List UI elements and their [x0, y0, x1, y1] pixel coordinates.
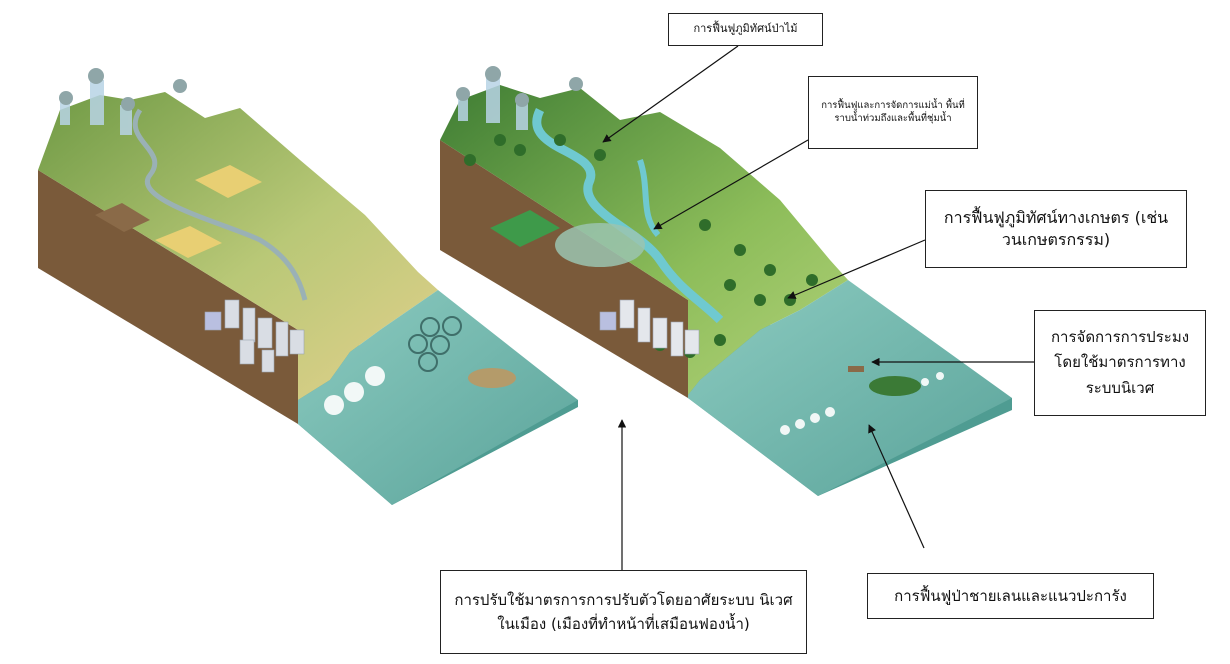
left-city	[204, 299, 305, 373]
callout-river-wetland: การฟื้นฟูและการจัดการแม่น้ำ พื้นที่ราบน้…	[808, 76, 978, 149]
callout-mangrove-coral: การฟื้นฟูป่าชายเลนและแนวปะการัง	[867, 573, 1154, 619]
arrow-forest	[602, 45, 739, 143]
callout-forest-text: การฟื้นฟูภูมิทัศน์ป่าไม้	[693, 22, 798, 36]
left-island	[468, 368, 516, 388]
callout-forest-restoration: การฟื้นฟูภูมิทัศน์ป่าไม้	[668, 13, 823, 46]
arrow-mangrove	[868, 424, 925, 549]
right-boat	[848, 366, 864, 372]
left-landscape-block	[38, 68, 578, 505]
right-sea-top	[688, 280, 1012, 496]
left-soil-side	[38, 170, 298, 424]
callout-urban-text: การปรับใช้มาตรการการปรับตัวโดยอาศัยระบบ …	[454, 591, 793, 633]
right-wetland	[555, 223, 645, 267]
right-trees	[464, 134, 818, 358]
arrow-river	[653, 139, 809, 230]
callout-urban-sponge-city: การปรับใช้มาตรการการปรับตัวโดยอาศัยระบบ …	[440, 570, 807, 654]
left-land-top	[38, 92, 438, 400]
left-field	[155, 226, 222, 258]
left-river	[132, 108, 308, 301]
callout-fisheries-text: การจัดการการประมง โดยใช้มาตรการทาง ระบบน…	[1050, 327, 1190, 397]
callout-mangrove-text: การฟื้นฟูป่าชายเลนและแนวปะการัง	[894, 586, 1127, 605]
callout-river-text: การฟื้นฟูและการจัดการแม่น้ำ พื้นที่ราบน้…	[821, 99, 965, 124]
right-soil-side	[440, 140, 688, 398]
callout-agriculture-text: การฟื้นฟูภูมิทัศน์ทางเกษตร (เช่น วนเกษตร…	[943, 208, 1169, 249]
left-fish-pens	[408, 316, 462, 372]
right-landscape-block	[440, 66, 1012, 496]
left-field	[195, 165, 262, 198]
right-river	[532, 107, 724, 324]
arrow-agriculture	[787, 239, 926, 299]
callout-fisheries: การจัดการการประมง โดยใช้มาตรการทาง ระบบน…	[1034, 310, 1206, 416]
left-waves	[324, 366, 385, 415]
right-city	[599, 299, 700, 357]
left-field	[95, 203, 150, 232]
right-reef	[780, 372, 944, 435]
right-mangrove-island	[869, 376, 921, 396]
left-sea-top	[298, 290, 578, 505]
callout-arrows	[602, 45, 1034, 570]
callout-agriculture: การฟื้นฟูภูมิทัศน์ทางเกษตร (เช่น วนเกษตร…	[925, 190, 1187, 268]
right-green-field	[490, 210, 560, 247]
left-rain-clouds	[60, 80, 132, 135]
